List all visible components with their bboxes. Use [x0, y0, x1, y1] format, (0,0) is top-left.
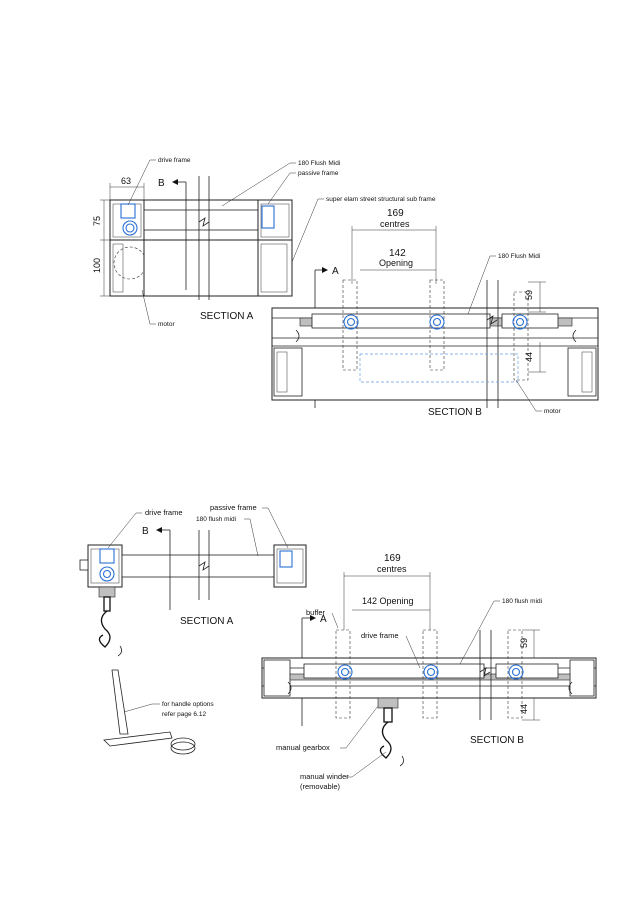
label-a-bottom: A	[320, 614, 327, 625]
dim-59-top: 59	[524, 290, 534, 300]
bottom-drive-unit-3	[508, 664, 524, 680]
title-section-a-bottom: SECTION A	[180, 616, 234, 627]
label-b-top: B	[158, 178, 165, 189]
label-drive-frame-bottom-a: drive frame	[145, 508, 183, 517]
drive-unit-blue	[120, 203, 136, 219]
dim-169-top: 169	[387, 208, 404, 219]
label-manual-winder-1: manual winder	[300, 772, 349, 781]
label-passive-frame-bottom: passive frame	[210, 503, 257, 512]
label-manual-gearbox: manual gearbox	[276, 743, 330, 752]
title-section-b-top: SECTION B	[428, 407, 482, 418]
label-sub-frame: super elam street structural sub frame	[326, 196, 436, 203]
dim-100: 100	[92, 258, 102, 273]
top-drive-unit-3	[512, 314, 528, 330]
label-motor-top-b: motor	[544, 408, 561, 415]
bottom-drive-unit-1	[337, 664, 353, 680]
title-section-b-bottom: SECTION B	[470, 735, 524, 746]
manual-gearbox	[377, 697, 399, 709]
label-flush-midi-top-a: 180 Flush Midi	[298, 160, 340, 167]
top-section-a: 63 75 100 B	[92, 157, 436, 328]
label-flush-midi-bottom-b: 180 flush midi	[502, 598, 542, 605]
label-buffer: buffer	[306, 608, 326, 617]
dim-59-bottom: 59	[519, 638, 529, 648]
title-section-a-top: SECTION A	[200, 311, 254, 322]
dim-63: 63	[121, 176, 131, 186]
label-b-bottom: B	[142, 526, 149, 537]
dim-169-bottom: 169	[384, 553, 401, 564]
bottom-drive-unit-2	[423, 664, 439, 680]
label-motor-top-a: motor	[158, 321, 175, 328]
label-passive-frame-top: passive frame	[298, 170, 339, 177]
handle-shaft	[111, 669, 129, 735]
label-centres-top: centres	[380, 219, 410, 229]
label-handle-line2: refer page 6.12	[162, 711, 206, 718]
dim-75: 75	[92, 216, 102, 226]
dim-142-top: 142	[389, 248, 406, 259]
label-flush-midi-bottom-a: 180 flush midi	[196, 516, 236, 523]
label-handle-line1: for handle options	[162, 701, 214, 708]
top-drive-unit-2	[429, 314, 445, 330]
label-a-top: A	[332, 266, 339, 277]
label-drive-frame-bottom-b: drive frame	[361, 631, 399, 640]
top-section-b: 169 centres 142 Opening A	[271, 208, 599, 418]
bottom-section-b: 169 centres 142 Opening A	[261, 553, 597, 791]
dim-44-top: 44	[524, 352, 534, 362]
label-manual-winder-2: (removable)	[300, 782, 341, 791]
label-drive-frame-top: drive frame	[158, 157, 191, 164]
top-drive-unit-1	[343, 314, 359, 330]
dim-44-bottom: 44	[519, 704, 529, 714]
passive-unit-blue	[261, 205, 275, 229]
label-centres-bottom: centres	[377, 564, 407, 574]
label-opening-top: Opening	[379, 258, 413, 268]
label-flush-midi-top-b: 180 Flush Midi	[498, 253, 540, 260]
bottom-section-a: B drive frame passive frame 180 flush mi…	[79, 503, 307, 755]
label-opening-bottom: 142 Opening	[362, 596, 414, 606]
